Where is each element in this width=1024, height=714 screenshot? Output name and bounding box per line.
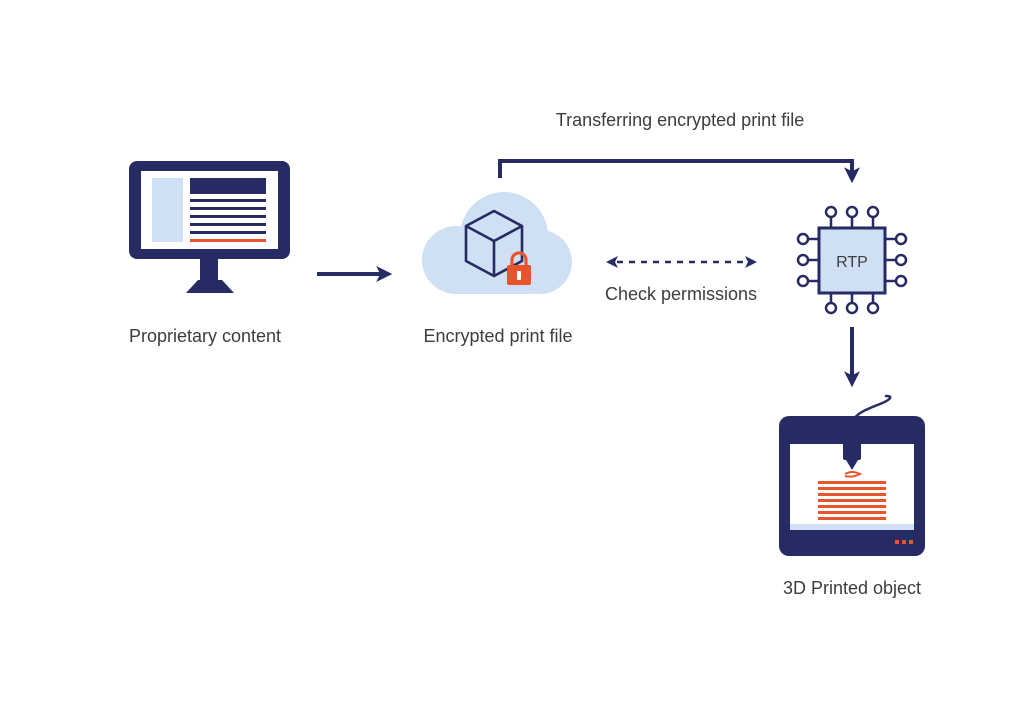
chip-icon bbox=[796, 205, 908, 315]
3d-printer-icon bbox=[779, 394, 925, 556]
lock-icon bbox=[507, 251, 531, 285]
check-permissions-label: Check permissions bbox=[605, 284, 757, 304]
monitor-icon bbox=[129, 161, 290, 293]
encrypted-print-file-label: Encrypted print file bbox=[423, 326, 572, 346]
check-permissions-arrow bbox=[606, 256, 757, 268]
transfer-connector bbox=[498, 159, 860, 184]
cloud-icon bbox=[422, 192, 572, 294]
cube-icon bbox=[464, 209, 524, 278]
3d-printed-object-label: 3D Printed object bbox=[783, 578, 921, 598]
chip-label: RTP bbox=[836, 254, 868, 271]
proprietary-content-label: Proprietary content bbox=[129, 326, 281, 346]
transfer-label: Transferring encrypted print file bbox=[556, 110, 804, 130]
